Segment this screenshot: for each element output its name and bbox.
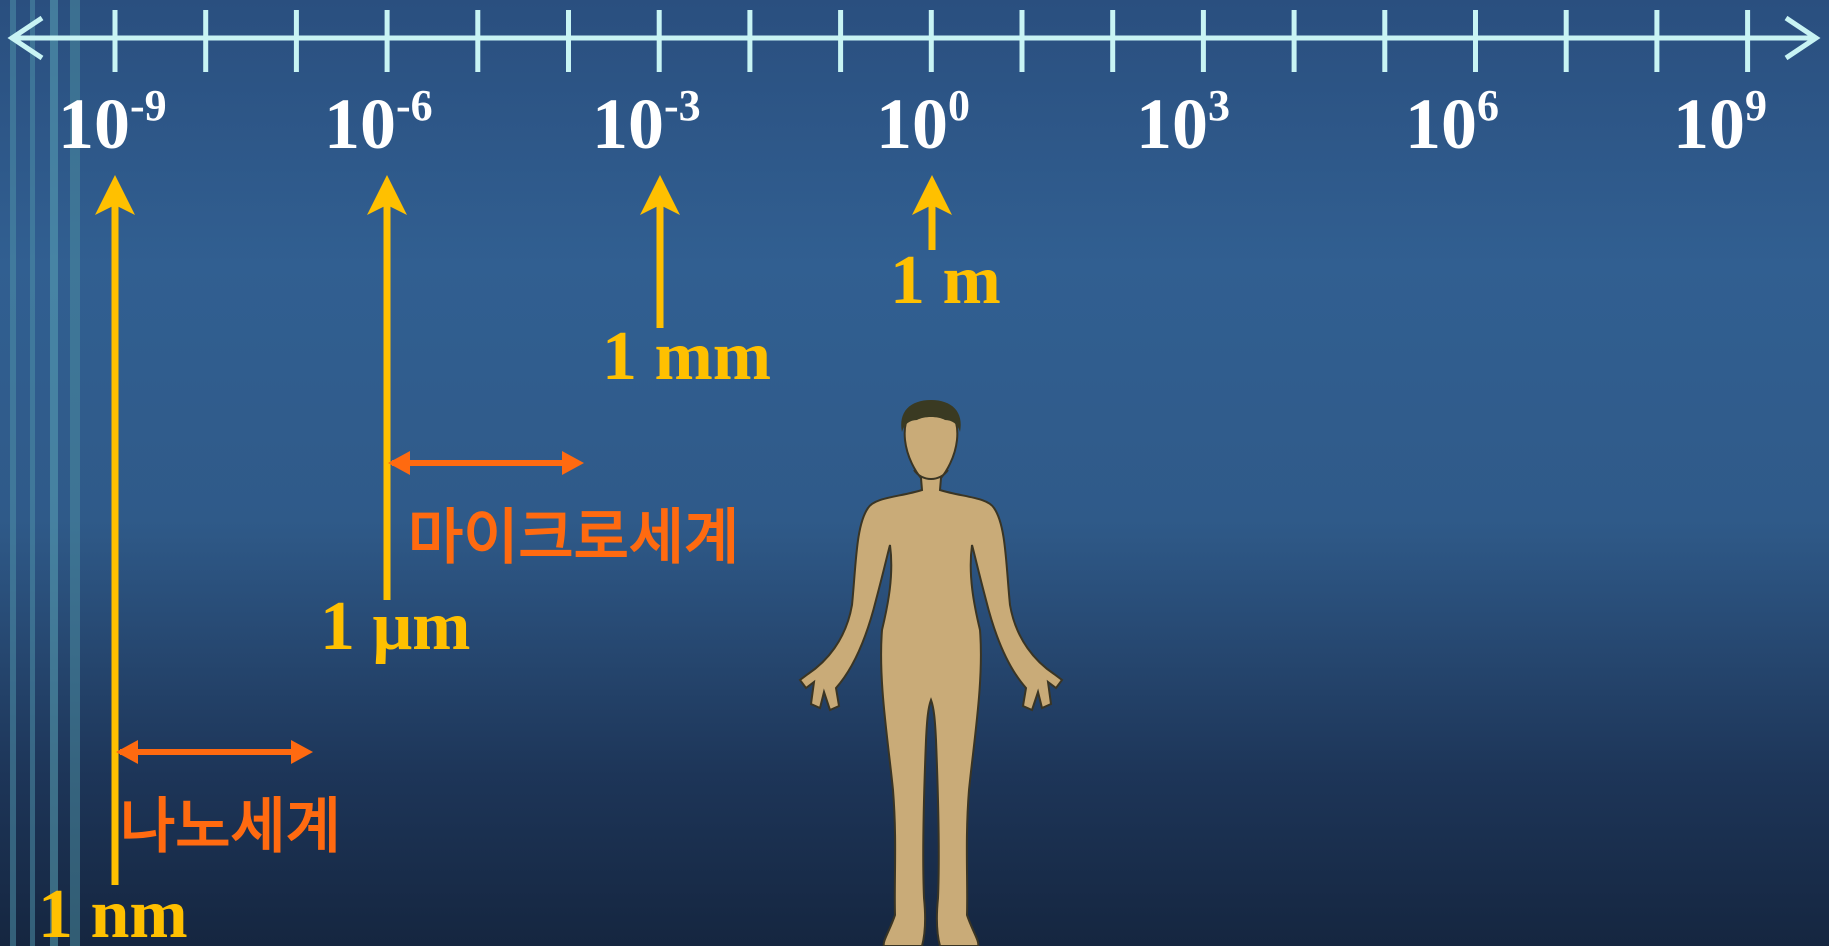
exponent-base: 10 — [1405, 84, 1477, 164]
exponent-power: 9 — [1745, 81, 1767, 130]
world-label-nano: 나노세계 — [120, 797, 341, 857]
exponent-power: 6 — [1477, 81, 1499, 130]
exponent-base: 10 — [58, 84, 130, 164]
exponent-power: -6 — [396, 81, 433, 130]
exponent-label-neg9: 10-9 — [58, 88, 167, 160]
exponent-base: 10 — [324, 84, 396, 164]
exponent-label-9: 109 — [1673, 88, 1767, 160]
figure-body — [800, 404, 1062, 946]
human-figure-icon — [800, 400, 1062, 946]
micro-arrowhead-right-icon — [562, 451, 584, 475]
world-label-micro: 마이크로세계 — [408, 508, 739, 568]
exponent-label-3: 103 — [1136, 88, 1230, 160]
exponent-power: 3 — [1208, 81, 1230, 130]
exponent-power: -9 — [130, 81, 167, 130]
nano-arrowhead-right-icon — [291, 740, 313, 764]
micro-arrowhead-left-icon — [388, 451, 410, 475]
nano-arrowhead-left-icon — [116, 740, 138, 764]
exponent-label-0: 100 — [876, 88, 970, 160]
exponent-label-neg6: 10-6 — [324, 88, 433, 160]
exponent-label-neg3: 10-3 — [592, 88, 701, 160]
exponent-base: 10 — [1673, 84, 1745, 164]
unit-label-um: 1 μm — [320, 592, 471, 662]
unit-label-nm: 1 nm — [38, 880, 188, 946]
number-line — [12, 10, 1816, 72]
exponent-power: 0 — [948, 81, 970, 130]
tick-marks — [115, 10, 1748, 72]
unit-label-mm: 1 mm — [602, 322, 771, 392]
unit-label-m: 1 m — [890, 246, 1001, 316]
exponent-base: 10 — [1136, 84, 1208, 164]
exponent-label-6: 106 — [1405, 88, 1499, 160]
exponent-base: 10 — [876, 84, 948, 164]
exponent-power: -3 — [664, 81, 701, 130]
exponent-base: 10 — [592, 84, 664, 164]
